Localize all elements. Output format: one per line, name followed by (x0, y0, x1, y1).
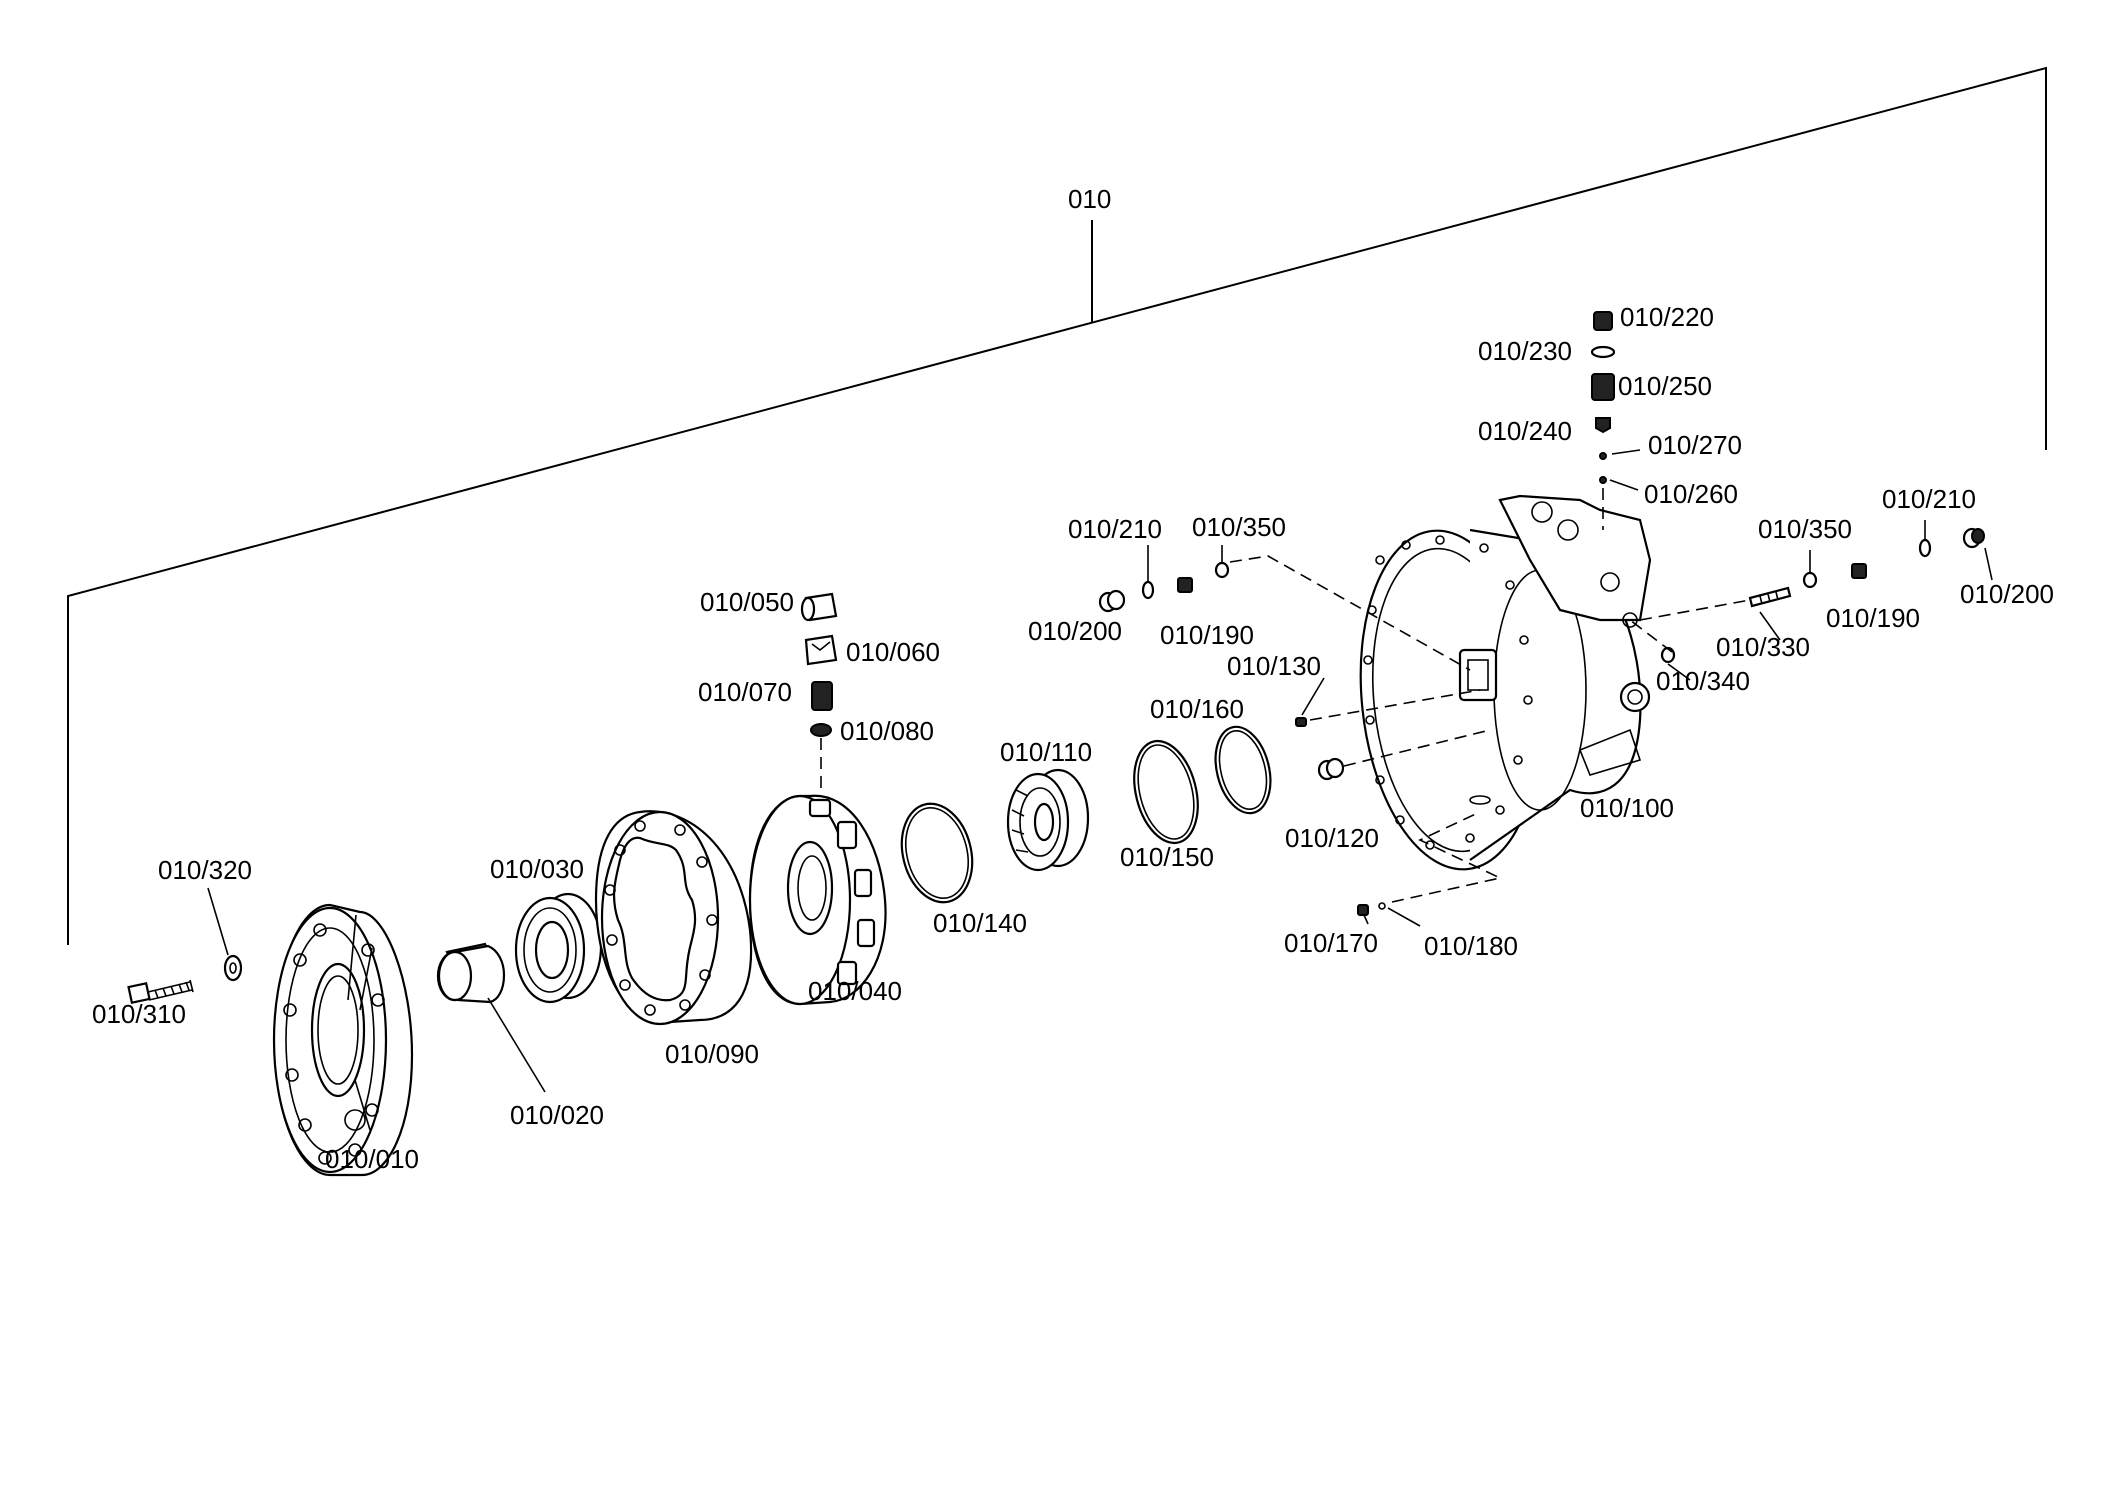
washer-320[interactable] (223, 954, 243, 982)
sleeve-020[interactable] (436, 942, 506, 1004)
label-010-210-right: 010/210 (1882, 484, 1976, 514)
plug-200-right[interactable] (1962, 527, 1985, 549)
ring-180[interactable] (1378, 902, 1386, 910)
label-010-060: 010/060 (846, 637, 940, 667)
label-010-250: 010/250 (1618, 371, 1712, 401)
label-010-240: 010/240 (1478, 416, 1572, 446)
label-010-350-right: 010/350 (1758, 514, 1852, 544)
plug-170[interactable] (1357, 904, 1369, 916)
roller-bearing-110[interactable] (1006, 768, 1090, 872)
assembly-bracket (67, 66, 2047, 945)
label-010-340: 010/340 (1656, 666, 1750, 696)
label-010-070: 010/070 (698, 677, 792, 707)
label-010-150: 010/150 (1120, 842, 1214, 872)
label-010-030: 010/030 (490, 854, 584, 884)
screw-130[interactable] (1295, 717, 1307, 727)
oring-230[interactable] (1590, 345, 1616, 359)
cup-060[interactable] (804, 634, 838, 666)
label-010-270: 010/270 (1648, 430, 1742, 460)
bolt-310[interactable] (127, 979, 194, 1005)
label-010-330: 010/330 (1716, 632, 1810, 662)
label-010-320: 010/320 (158, 855, 252, 885)
main-housing-100[interactable] (1345, 494, 1652, 878)
spring-250[interactable] (1591, 373, 1615, 401)
group-label: 010 (1068, 184, 1111, 214)
gerotor-ring-090[interactable] (594, 810, 753, 1026)
label-010-120: 010/120 (1285, 823, 1379, 853)
label-010-260: 010/260 (1644, 479, 1738, 509)
screw-190-left[interactable] (1177, 577, 1193, 593)
label-010-050: 010/050 (700, 587, 794, 617)
nut-350-left[interactable] (1214, 561, 1230, 579)
label-010-130: 010/130 (1227, 651, 1321, 681)
oring-150[interactable] (1124, 734, 1207, 849)
label-010-190-left: 010/190 (1160, 620, 1254, 650)
spring-070[interactable] (811, 681, 833, 711)
label-010-350-left: 010/350 (1192, 512, 1286, 542)
oring-160[interactable] (1207, 721, 1279, 819)
label-010-140: 010/140 (933, 908, 1027, 938)
label-010-160: 010/160 (1150, 694, 1244, 724)
label-010-200-left: 010/200 (1028, 616, 1122, 646)
label-010-040: 010/040 (808, 976, 902, 1006)
cover-010[interactable] (272, 903, 414, 1177)
label-010-230: 010/230 (1478, 336, 1572, 366)
label-010-200-right: 010/200 (1960, 579, 2054, 609)
screw-190-right[interactable] (1851, 563, 1867, 579)
ring-210-right[interactable] (1918, 538, 1932, 558)
leader-lines (207, 449, 1993, 1093)
label-010-020: 010/020 (510, 1100, 604, 1130)
cap-220[interactable] (1593, 311, 1613, 331)
poppet-240[interactable] (1595, 417, 1611, 434)
nut-340[interactable] (1660, 646, 1676, 664)
label-010-110: 010/110 (1000, 737, 1092, 767)
label-010-210-left: 010/210 (1068, 514, 1162, 544)
ball-270[interactable] (1599, 452, 1607, 460)
label-010-010: 010/010 (325, 1144, 419, 1174)
bearing-030[interactable] (514, 892, 603, 1004)
nut-350-right[interactable] (1802, 571, 1818, 589)
label-010-090: 010/090 (665, 1039, 759, 1069)
plug-200-left[interactable] (1098, 589, 1126, 613)
label-010-220: 010/220 (1620, 302, 1714, 332)
ring-210-left[interactable] (1141, 580, 1155, 600)
oring-140[interactable] (892, 796, 982, 909)
label-010-180: 010/180 (1424, 931, 1518, 961)
assembly-lines (1229, 555, 1751, 903)
callout-labels: 010/010 010/020 010/030 010/040 010/050 … (92, 302, 2054, 1174)
plug-120[interactable] (1317, 757, 1345, 781)
plug-050[interactable] (800, 592, 838, 622)
ball-080[interactable] (810, 723, 832, 737)
label-010-170: 010/170 (1284, 928, 1378, 958)
ball-260[interactable] (1599, 476, 1607, 484)
label-010-190-right: 010/190 (1826, 603, 1920, 633)
housing-040[interactable] (748, 794, 887, 1006)
valve-330[interactable] (1748, 586, 1792, 608)
label-010-310: 010/310 (92, 999, 186, 1029)
label-010-100: 010/100 (1580, 793, 1674, 823)
label-010-080: 010/080 (840, 716, 934, 746)
